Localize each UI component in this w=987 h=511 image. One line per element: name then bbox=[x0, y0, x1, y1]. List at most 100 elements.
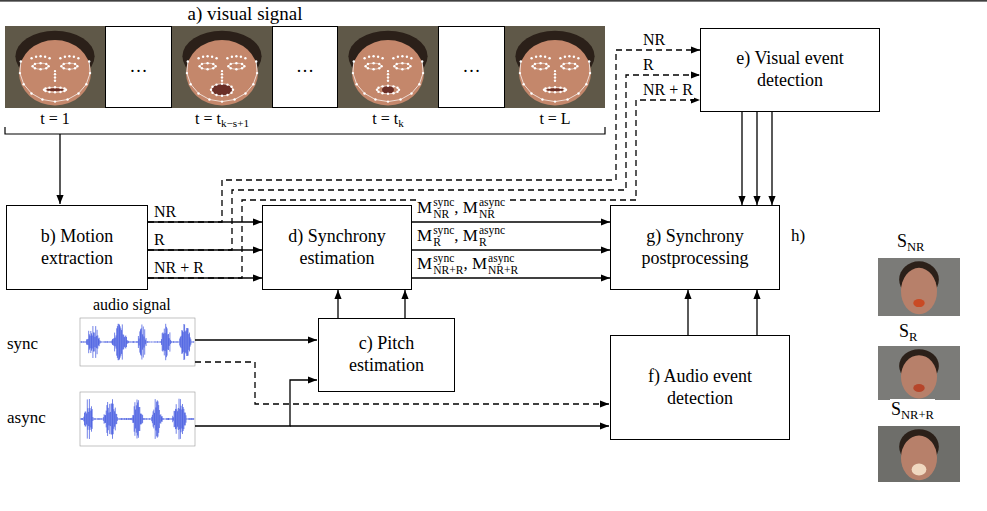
landmark bbox=[221, 100, 223, 102]
landmark bbox=[368, 56, 370, 58]
landmark bbox=[387, 70, 389, 72]
landmark bbox=[208, 98, 210, 100]
landmark bbox=[530, 57, 532, 59]
landmark bbox=[399, 98, 401, 100]
signal-wire bbox=[59, 134, 60, 204]
landmark bbox=[221, 80, 223, 82]
landmark bbox=[39, 62, 41, 64]
landmark bbox=[64, 56, 66, 58]
top-rule bbox=[0, 0, 987, 1]
landmark bbox=[364, 65, 366, 67]
landmark bbox=[235, 68, 237, 70]
landmark bbox=[387, 76, 389, 78]
signal-wire bbox=[290, 425, 609, 426]
landmark bbox=[48, 57, 50, 59]
landmark bbox=[211, 92, 213, 94]
label-text: t = L bbox=[539, 110, 570, 127]
landmark bbox=[59, 57, 61, 59]
sub-superscript: ^async_NR bbox=[479, 197, 505, 221]
landmark bbox=[574, 67, 576, 69]
subscript: NR bbox=[479, 209, 505, 221]
landmark bbox=[215, 57, 217, 59]
label-text: S_NR bbox=[897, 231, 925, 251]
landmark bbox=[39, 55, 41, 57]
edge-label-text: R bbox=[643, 56, 654, 73]
landmark bbox=[367, 63, 369, 65]
landmark bbox=[221, 95, 223, 97]
landmark bbox=[68, 68, 70, 70]
landmark bbox=[34, 63, 36, 65]
landmark bbox=[422, 72, 424, 74]
landmark bbox=[522, 83, 524, 85]
landmark bbox=[221, 70, 223, 72]
annotation-label: t = L bbox=[538, 110, 571, 128]
landmark bbox=[574, 63, 576, 65]
landmark bbox=[230, 63, 232, 65]
landmark bbox=[381, 92, 383, 94]
landmark bbox=[387, 80, 389, 82]
connector-arrow bbox=[337, 290, 338, 318]
landmark bbox=[89, 72, 91, 74]
label-text: S_NR+R bbox=[891, 399, 934, 419]
landmark bbox=[396, 87, 398, 89]
landmark bbox=[45, 63, 47, 65]
landmark bbox=[230, 92, 232, 94]
edge-label: R bbox=[153, 231, 166, 249]
landmark bbox=[548, 91, 550, 93]
box-text: e) Visual event detection bbox=[709, 48, 871, 91]
subscript: R bbox=[479, 237, 505, 249]
landmark bbox=[244, 57, 246, 59]
landmark bbox=[226, 57, 228, 59]
landmark bbox=[73, 56, 75, 58]
subscript: NR bbox=[433, 209, 454, 221]
annotation-label: a) visual signal bbox=[186, 3, 303, 25]
landmark bbox=[577, 57, 579, 59]
landmark bbox=[554, 91, 556, 93]
video-frames bbox=[5, 26, 605, 134]
edge-label-text: NR + R bbox=[154, 259, 204, 276]
landmark bbox=[54, 100, 56, 102]
landmark bbox=[63, 87, 65, 89]
annotation-label: audio signal bbox=[92, 296, 172, 314]
landmark bbox=[548, 86, 550, 88]
superscript: sync bbox=[433, 197, 454, 209]
landmark bbox=[39, 68, 41, 70]
annotation-label: async bbox=[6, 408, 47, 428]
waveform bbox=[81, 399, 194, 440]
box-text: f) Audio event detection bbox=[619, 366, 781, 409]
landmark bbox=[77, 92, 79, 94]
landmark bbox=[377, 56, 379, 58]
box-text: … bbox=[296, 56, 314, 78]
landmark bbox=[407, 67, 409, 69]
landmark bbox=[585, 83, 587, 85]
subscript: NR+R bbox=[901, 408, 934, 422]
landmark bbox=[30, 57, 32, 59]
edge-label-text: R bbox=[154, 231, 165, 248]
face bbox=[352, 40, 424, 106]
landmark bbox=[230, 86, 232, 88]
landmark bbox=[560, 65, 562, 67]
annotation-label: S_NR bbox=[896, 231, 926, 254]
face-contour bbox=[520, 62, 590, 102]
landmark bbox=[221, 73, 223, 75]
landmark bbox=[563, 63, 565, 65]
landmark bbox=[577, 92, 579, 94]
label-text: h) bbox=[791, 226, 805, 245]
landmark bbox=[573, 56, 575, 58]
ellipsis-box: … bbox=[105, 26, 172, 108]
subscript: NR+R bbox=[488, 265, 518, 277]
landmark bbox=[387, 93, 389, 95]
landmark bbox=[401, 62, 403, 64]
sub-superscript: ^sync_NR+R bbox=[433, 253, 463, 277]
dashed-connector bbox=[148, 50, 700, 222]
landmark bbox=[212, 63, 214, 65]
landmark bbox=[372, 55, 374, 57]
landmark bbox=[215, 83, 217, 85]
landmark bbox=[539, 55, 541, 57]
landmark bbox=[68, 62, 70, 64]
signal-wire bbox=[195, 339, 317, 340]
connector-arrow bbox=[148, 277, 262, 278]
landmark bbox=[396, 91, 398, 93]
landmark bbox=[392, 85, 394, 87]
landmark bbox=[397, 56, 399, 58]
